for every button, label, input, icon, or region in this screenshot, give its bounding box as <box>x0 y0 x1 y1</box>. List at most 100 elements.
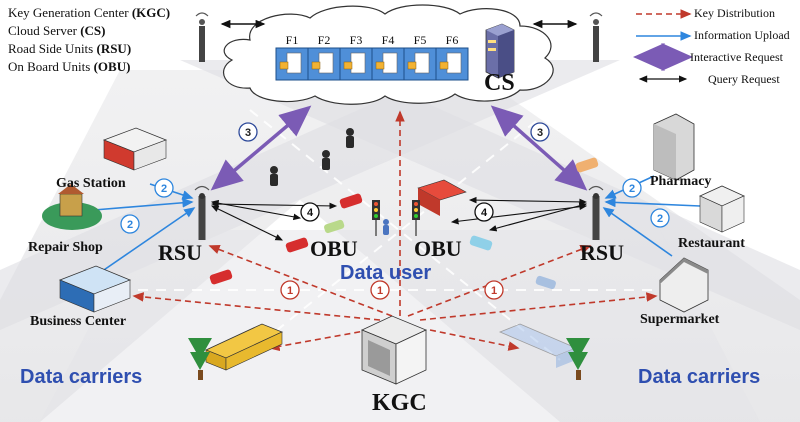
key-distribution-arrows <box>132 110 658 352</box>
file-label: F2 <box>318 33 331 47</box>
interactive-arrow-right <box>490 105 588 191</box>
file-label: F5 <box>414 33 427 47</box>
lock-icon <box>279 61 289 70</box>
lock-icon <box>407 61 417 70</box>
document-icon <box>350 52 366 74</box>
step-number-badge: 2 <box>622 178 642 198</box>
file-label: F3 <box>350 33 363 47</box>
step-number-badge: 1 <box>280 280 300 300</box>
rsu-right-label: RSU <box>580 240 625 265</box>
step-number-badge: 4 <box>300 202 320 222</box>
data-user-label: Data user <box>340 262 432 284</box>
step-number-badge: 4 <box>474 202 494 222</box>
step-number: 1 <box>287 285 293 297</box>
supermarket-label: Supermarket <box>640 312 720 327</box>
file-label: F1 <box>286 33 299 47</box>
tree-icon <box>188 338 590 380</box>
step-number-badge: 1 <box>370 280 390 300</box>
business-center-label: Business Center <box>30 314 127 329</box>
document-icon <box>318 52 334 74</box>
legend-information-upload: Information Upload <box>694 28 790 42</box>
antenna-icon <box>195 12 603 62</box>
rsu-right-tower <box>588 185 604 240</box>
step-number-badge: 1 <box>484 280 504 300</box>
lock-icon <box>439 61 449 70</box>
obu-left-label: OBU <box>310 236 358 261</box>
file-box: F2 <box>307 33 341 81</box>
lock-icon <box>311 61 321 70</box>
document-icon <box>446 52 462 74</box>
file-label: F6 <box>446 33 459 47</box>
step-number: 3 <box>537 127 543 139</box>
definition-abbr: (OBU) <box>93 59 131 74</box>
definition-cs: Cloud Server (CS) <box>8 22 170 40</box>
step-circles: 3 3 2 2 2 2 4 4 1 1 1 <box>120 122 670 300</box>
cloud-server-label: CS <box>484 70 515 96</box>
server-icon <box>485 23 515 79</box>
definition-abbr: (CS) <box>80 23 106 38</box>
file-box: F5 <box>403 33 437 81</box>
cloud-files: F1 F2 F3 F4 F5 F6 <box>275 33 469 81</box>
document-icon <box>286 52 302 74</box>
legend-key-distribution: Key Distribution <box>694 6 775 20</box>
pedestrian-icon <box>270 128 389 235</box>
lock-icon <box>375 61 385 70</box>
rsu-left-label: RSU <box>158 240 203 265</box>
definition-kgc: Key Generation Center (KGC) <box>8 4 170 22</box>
restaurant-label: Restaurant <box>678 236 745 251</box>
data-carriers-right-label: Data carriers <box>638 366 761 388</box>
legend-lines <box>633 9 693 83</box>
step-number-badge: 2 <box>650 208 670 228</box>
definition-text: Key Generation Center <box>8 5 132 20</box>
definition-abbr: (RSU) <box>96 41 132 56</box>
document-icon <box>414 52 430 74</box>
definition-obu: On Board Units (OBU) <box>8 58 170 76</box>
definitions-list: Key Generation Center (KGC) Cloud Server… <box>8 4 170 76</box>
car-icon <box>209 157 599 290</box>
document-icon <box>382 52 398 74</box>
legend-interactive-request: Interactive Request <box>690 50 783 64</box>
red-bus-icon <box>417 179 467 216</box>
definition-abbr: (KGC) <box>131 5 171 20</box>
file-box: F3 <box>339 33 373 81</box>
step-number: 2 <box>127 219 133 231</box>
gas-station-icon <box>102 127 168 171</box>
step-number: 1 <box>377 285 383 297</box>
definition-text: Road Side Units <box>8 41 97 56</box>
repair-shop-label: Repair Shop <box>28 240 103 255</box>
definition-text: On Board Units <box>8 59 94 74</box>
step-number: 4 <box>307 207 314 219</box>
obu-right-label: OBU <box>414 236 462 261</box>
gas-station-label: Gas Station <box>56 176 126 191</box>
file-box: F6 <box>435 33 469 81</box>
pharmacy-icon <box>653 113 695 181</box>
restaurant-icon <box>699 185 745 233</box>
step-number: 2 <box>629 183 635 195</box>
definition-text: Cloud Server <box>8 23 81 38</box>
supermarket-icon <box>659 257 709 313</box>
step-number-badge: 2 <box>120 214 140 234</box>
business-center-icon <box>58 265 132 313</box>
step-number-badge: 3 <box>238 122 258 142</box>
step-number: 2 <box>161 183 167 195</box>
pharmacy-label: Pharmacy <box>650 174 712 189</box>
file-label: F4 <box>382 33 395 47</box>
lock-icon <box>343 61 353 70</box>
step-number: 4 <box>481 207 488 219</box>
kgc-label: KGC <box>372 390 427 416</box>
step-number: 2 <box>657 213 663 225</box>
step-number-badge: 2 <box>154 178 174 198</box>
data-carriers-left-label: Data carriers <box>20 366 143 388</box>
kgc-building-icon <box>361 315 427 385</box>
yellow-bus-icon <box>204 323 284 371</box>
traffic-light-icon <box>372 200 420 236</box>
step-number: 3 <box>245 127 251 139</box>
step-number: 1 <box>491 285 497 297</box>
legend-query-request: Query Request <box>708 72 780 86</box>
definition-rsu: Road Side Units (RSU) <box>8 40 170 58</box>
interactive-arrow-left <box>210 105 312 191</box>
step-number-badge: 3 <box>530 122 550 142</box>
repair-shop-icon <box>42 184 102 230</box>
file-box: F1 <box>275 33 309 81</box>
